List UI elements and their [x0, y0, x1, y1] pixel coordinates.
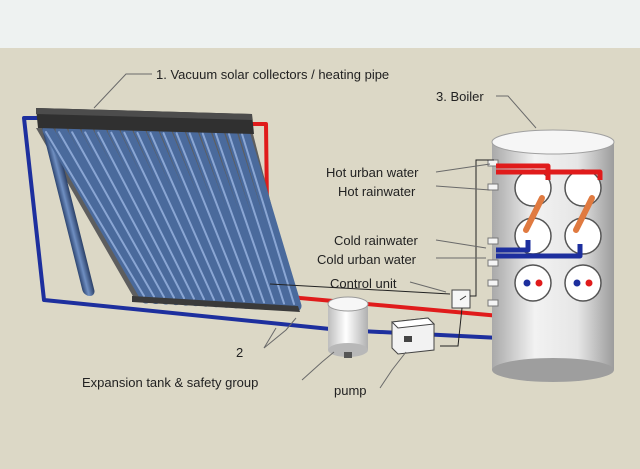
vacuum-tube [42, 124, 152, 304]
label-control-unit: Control unit [330, 276, 397, 291]
vacuum-tube [94, 125, 192, 306]
label-cold-urban-water: Cold urban water [317, 252, 416, 267]
vacuum-tube [160, 125, 242, 309]
vacuum-tube-highlight [214, 132, 275, 304]
vacuum-tube [238, 126, 302, 312]
vacuum-tube [107, 125, 202, 307]
vacuum-tube-highlight [241, 133, 295, 305]
hot-water-outlets [496, 163, 603, 180]
vacuum-tube-highlight [97, 131, 185, 300]
vacuum-tube-highlight [149, 132, 225, 302]
heat-exchanger-coils [514, 169, 602, 302]
vacuum-tube-highlight [58, 131, 155, 298]
label-hot-urban-water: Hot urban water [326, 165, 419, 180]
leader-lines [93, 73, 537, 389]
vacuum-tube [81, 124, 182, 306]
vacuum-tube [133, 125, 222, 308]
label-circuit-number: 2 [236, 345, 244, 360]
vacuum-tube [55, 124, 162, 305]
label-pump: pump [334, 383, 367, 398]
expansion-tank [327, 296, 369, 358]
label-boiler: 3. Boiler [436, 89, 484, 104]
vacuum-tube [225, 126, 292, 311]
cold-water-inlets [496, 240, 583, 259]
vacuum-tube-highlight [136, 131, 215, 301]
vacuum-tube [186, 125, 262, 310]
vacuum-tube [147, 125, 232, 308]
pump [390, 317, 436, 355]
vacuum-tube [199, 126, 272, 310]
vacuum-tubes [42, 124, 95, 296]
label-cold-rainwater: Cold rainwater [334, 233, 418, 248]
vacuum-tube-highlight [162, 132, 235, 302]
label-hot-rainwater: Hot rainwater [338, 184, 416, 199]
control-unit [269, 159, 494, 347]
vacuum-tube-highlight [123, 131, 205, 301]
solar-collector [36, 108, 302, 312]
sky-band [0, 0, 640, 48]
vacuum-tube-highlight [201, 132, 265, 304]
vacuum-tube-highlight [45, 131, 145, 297]
vacuum-tube-highlight [227, 132, 285, 305]
vacuum-tube-highlight [188, 132, 255, 303]
vacuum-tube-highlight [71, 131, 165, 299]
label-expansion-tank: Expansion tank & safety group [82, 375, 259, 390]
vacuum-tube-highlight [110, 131, 195, 300]
vacuum-tube-highlight [175, 132, 245, 303]
vacuum-tube [173, 125, 252, 309]
vacuum-tube [68, 124, 172, 305]
vacuum-tube [212, 126, 282, 311]
label-collectors: 1. Vacuum solar collectors / heating pip… [156, 67, 390, 82]
vacuum-tube [120, 125, 212, 307]
vacuum-tube-highlight [84, 131, 175, 299]
